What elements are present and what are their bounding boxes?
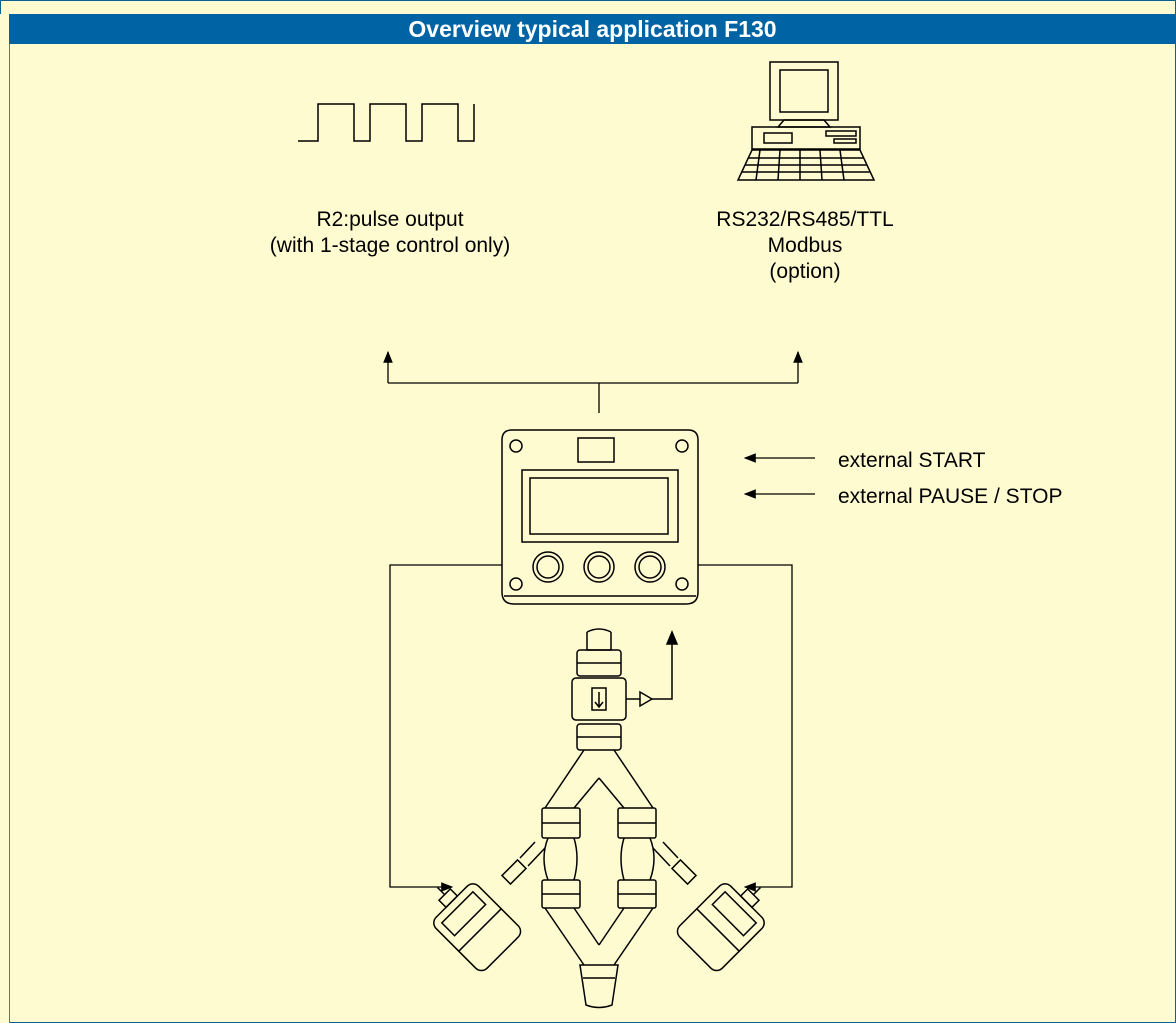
input-arrows xyxy=(743,453,815,499)
output-lines xyxy=(383,350,803,413)
pulse-output-line2: (with 1-stage control only) xyxy=(269,234,511,257)
communication-line1: RS232/RS485/TTL xyxy=(716,208,894,231)
communication-label: RS232/RS485/TTL Modbus (option) xyxy=(660,207,950,285)
pulse-output-label: R2:pulse output (with 1-stage control on… xyxy=(230,207,550,259)
communication-line2: Modbus xyxy=(767,234,843,257)
flow-meter-icon xyxy=(501,429,699,605)
left-border xyxy=(0,14,10,1023)
flow-sensor-icon xyxy=(571,628,679,751)
valve-icon xyxy=(652,841,765,972)
computer-icon xyxy=(736,61,876,181)
pulse-output-line1: R2:pulse output xyxy=(316,208,464,231)
pulse-waveform-icon xyxy=(298,103,475,142)
communication-line3: (option) xyxy=(769,260,841,283)
y-splitter-icon xyxy=(541,749,657,966)
valve-control-lines xyxy=(389,564,793,892)
page-title: Overview typical application F130 xyxy=(9,14,1176,44)
external-pause-stop-label: external PAUSE / STOP xyxy=(838,485,1063,508)
valve-icon xyxy=(433,841,546,972)
external-start-label: external START xyxy=(838,449,986,472)
nozzle-icon xyxy=(579,964,619,1009)
